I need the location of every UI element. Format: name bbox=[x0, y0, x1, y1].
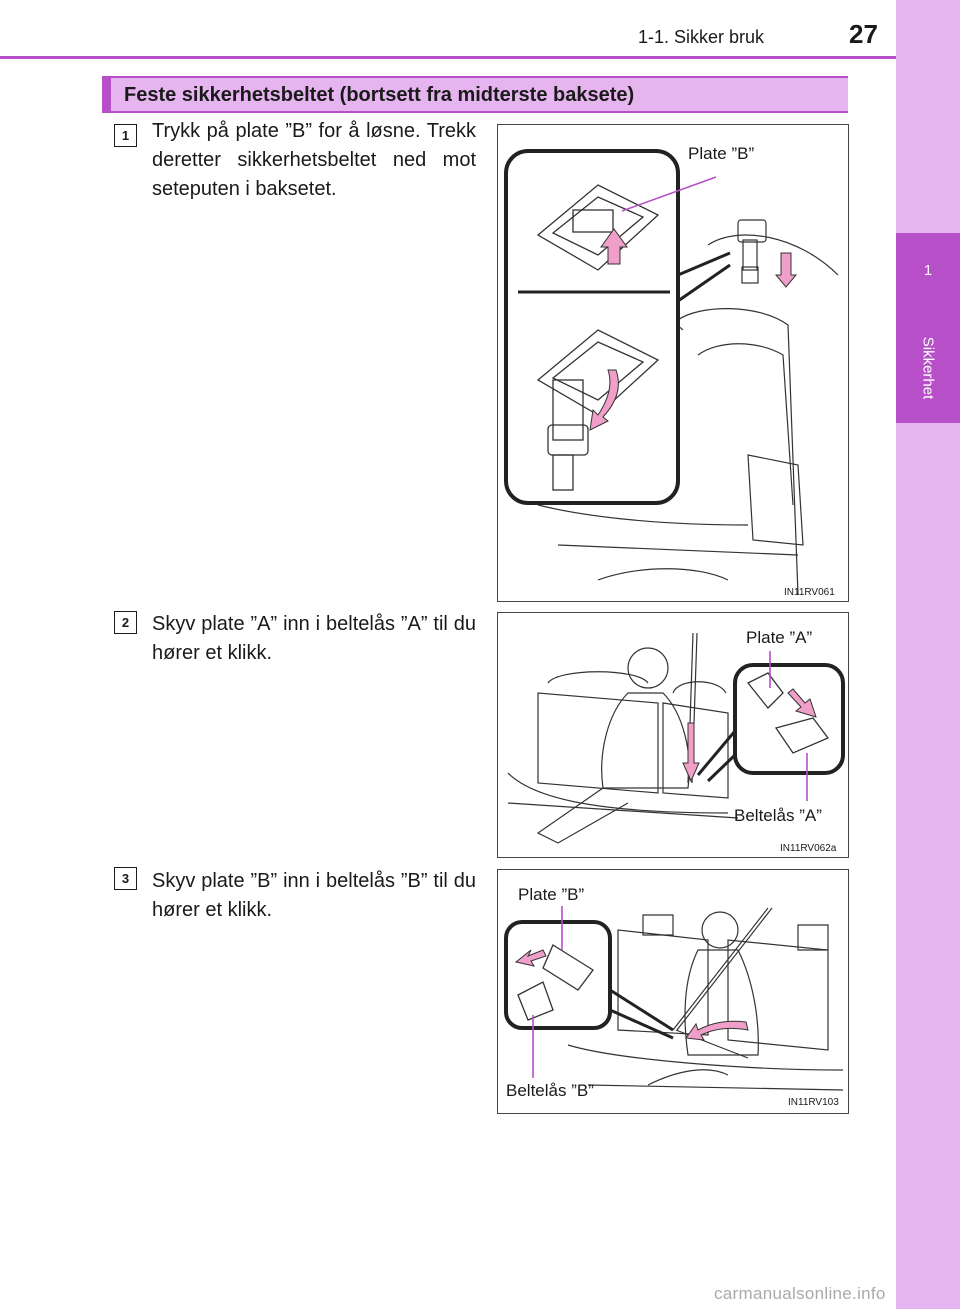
step-1-number: 1 bbox=[114, 124, 137, 147]
watermark: carmanualsonline.info bbox=[714, 1284, 886, 1303]
figure-3-code: IN11RV103 bbox=[788, 1097, 839, 1108]
section-title: Feste sikkerhetsbeltet (bortsett fra mid… bbox=[124, 84, 635, 106]
header-section-title: 1-1. Sikker bruk bbox=[638, 27, 765, 47]
step-3-text: Skyv plate ”B” inn i beltelås ”B” til du… bbox=[152, 870, 476, 921]
banner-marker bbox=[102, 78, 111, 111]
figure-3-insert-plate-b: Plate ”B” Beltelås ”B” IN11RV103 bbox=[497, 869, 849, 1114]
step-2-number: 2 bbox=[114, 611, 137, 634]
figure-1-release-plate: Plate ”B” IN11RV061 bbox=[497, 124, 849, 602]
step-1-text: Trykk på plate ”B” for å løsne. Trekk de… bbox=[152, 120, 476, 200]
figure-1-code: IN11RV061 bbox=[784, 587, 835, 598]
figure-2-label-plate-a: Plate ”A” bbox=[746, 628, 812, 647]
figure-1-label-plate-b: Plate ”B” bbox=[688, 144, 754, 163]
chapter-tab-active[interactable] bbox=[896, 233, 960, 423]
chapter-number: 1 bbox=[923, 262, 933, 279]
figure-2-label-buckle-a: Beltelås ”A” bbox=[734, 806, 822, 825]
header-divider bbox=[0, 56, 896, 59]
figure-2-code: IN11RV062a bbox=[780, 843, 837, 854]
chapter-side-tab bbox=[896, 0, 960, 1309]
step-3-number: 3 bbox=[114, 867, 137, 890]
page-number: 27 bbox=[849, 19, 878, 49]
figure-3-label-buckle-b: Beltelås ”B” bbox=[506, 1081, 594, 1100]
chapter-title: Sikkerhet bbox=[919, 336, 937, 400]
figure-2-insert-plate-a: Plate ”A” Beltelås ”A” IN11RV062a bbox=[497, 612, 849, 858]
figure-3-label-plate-b: Plate ”B” bbox=[518, 885, 584, 904]
section-banner: Feste sikkerhetsbeltet (bortsett fra mid… bbox=[102, 76, 848, 113]
step-2-text: Skyv plate ”A” inn i beltelås ”A” til du… bbox=[152, 613, 476, 664]
